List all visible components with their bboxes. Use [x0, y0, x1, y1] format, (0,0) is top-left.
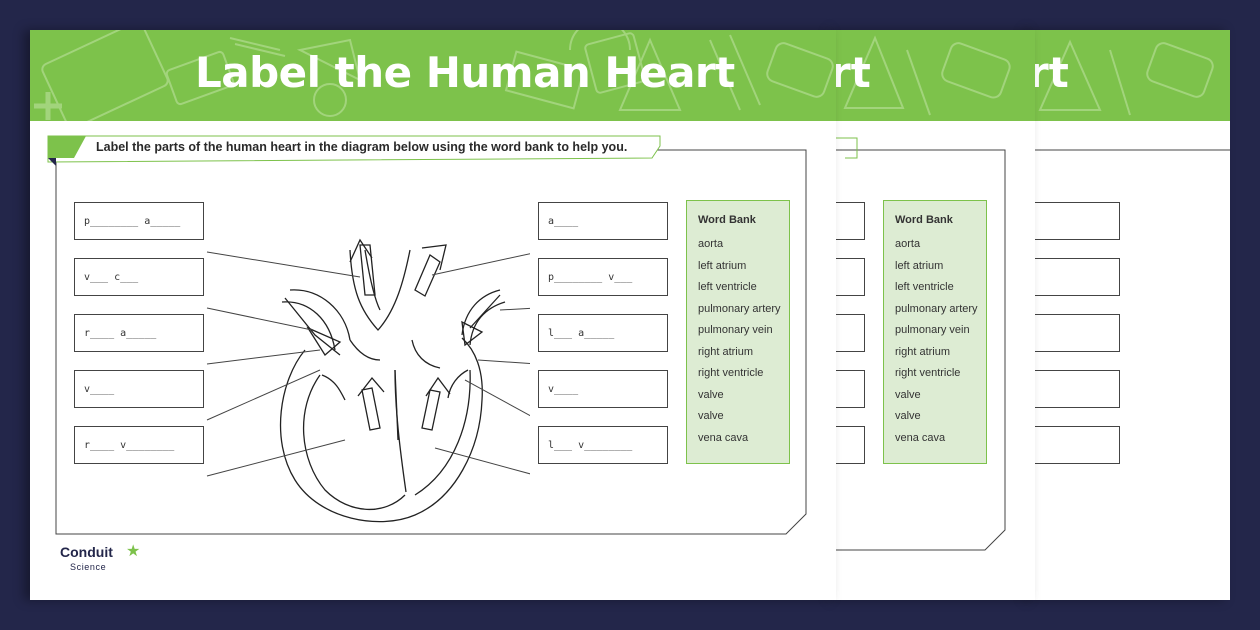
worksheet-page: Label the Human Heart Label the parts of… [30, 30, 836, 600]
label-box [835, 202, 865, 240]
label-box [1030, 426, 1120, 464]
label-hint: l___ v________ [548, 440, 633, 451]
answer-box-left-2[interactable]: v___ c___ [74, 258, 204, 296]
label-hint: l___ a_____ [548, 328, 615, 339]
word-bank: Word Bank aorta left atrium left ventric… [686, 200, 790, 464]
title-banner: rt [835, 30, 1035, 121]
worksheet-preview-2: rt Word Bank aorta left atrium left vent… [835, 30, 1035, 600]
logo-subtitle: Science [70, 562, 107, 572]
label-hint: p________ a_____ [84, 216, 181, 227]
answer-box-left-3[interactable]: r____ a_____ [74, 314, 204, 352]
star-icon: ★ [126, 543, 141, 560]
answer-box-left-1[interactable]: p________ a_____ [74, 202, 204, 240]
label-box [1030, 202, 1120, 240]
banner-title-fragment: rt [835, 48, 871, 97]
answer-box-right-2[interactable]: p________ v___ [538, 258, 668, 296]
answer-box-left-5[interactable]: r____ v________ [74, 426, 204, 464]
word-bank-item: pulmonary vein [698, 324, 773, 336]
banner-title-fragment: rt [1030, 48, 1069, 97]
label-box [1030, 258, 1120, 296]
stationery-doodles [843, 35, 1011, 116]
label-box [835, 370, 865, 408]
word-bank-item: valve [698, 410, 724, 422]
word-bank-item: pulmonary artery [698, 302, 781, 315]
label-hint: v___ c___ [84, 272, 139, 283]
word-bank-title: Word Bank [698, 214, 756, 226]
answer-box-right-4[interactable]: v____ [538, 370, 668, 408]
word-bank-title: Word Bank [895, 214, 953, 226]
answer-box-left-4[interactable]: v____ [74, 370, 204, 408]
label-box [1030, 314, 1120, 352]
word-bank-item: left ventricle [895, 281, 954, 293]
word-bank-item: left ventricle [698, 281, 757, 293]
stationery-doodles [1038, 39, 1214, 116]
word-bank-item: aorta [698, 238, 724, 250]
label-hint: r____ a_____ [84, 328, 157, 339]
word-bank-item: valve [698, 388, 724, 401]
word-bank-item: pulmonary vein [895, 324, 970, 336]
label-box [835, 426, 865, 464]
label-hint: v____ [84, 384, 115, 395]
worksheet-preview-3: rt [1030, 30, 1230, 600]
word-bank-item: aorta [895, 238, 921, 250]
word-bank-item: valve [895, 388, 921, 401]
label-box [835, 314, 865, 352]
word-bank: Word Bank aorta left atrium left ventric… [883, 200, 987, 464]
stationery-doodles [34, 30, 834, 121]
word-bank-item: valve [895, 410, 921, 422]
brand-logo: Conduit ★ Science [60, 543, 140, 572]
label-hint: a____ [548, 216, 579, 227]
label-hint: v____ [548, 384, 579, 395]
answer-box-right-1[interactable]: a____ [538, 202, 668, 240]
word-bank-item: pulmonary artery [895, 302, 978, 315]
page-frame [1030, 149, 1230, 151]
instruction-text: Label the parts of the human heart in th… [96, 140, 628, 154]
page-frame [835, 137, 1006, 551]
heart-diagram [206, 238, 530, 523]
word-bank-item: left atrium [895, 259, 944, 272]
label-hint: p________ v___ [548, 272, 633, 283]
logo-brand: Conduit [60, 544, 113, 560]
label-box [1030, 370, 1120, 408]
word-bank-item: vena cava [698, 431, 749, 444]
title-banner: rt [1030, 30, 1230, 121]
word-bank-item: left atrium [698, 259, 747, 272]
answer-box-right-5[interactable]: l___ v________ [538, 426, 668, 464]
answer-box-right-3[interactable]: l___ a_____ [538, 314, 668, 352]
word-bank-item: right atrium [698, 345, 754, 358]
word-bank-item: right atrium [895, 345, 951, 358]
page-frame [47, 135, 807, 535]
word-bank-item: right ventricle [895, 367, 961, 379]
word-bank-item: vena cava [895, 431, 946, 444]
label-hint: r____ v________ [84, 440, 175, 451]
word-bank-item: right ventricle [698, 367, 764, 379]
worksheet-title: Label the Human Heart [195, 48, 735, 97]
title-banner: Label the Human Heart [30, 30, 836, 121]
label-box [835, 258, 865, 296]
